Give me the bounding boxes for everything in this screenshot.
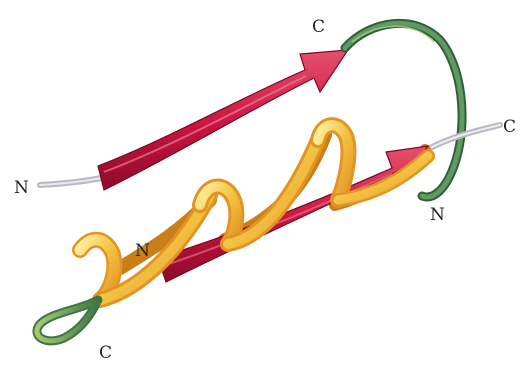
label-lower-strand-n: N (430, 205, 445, 225)
label-right-tail-c: C (503, 117, 516, 137)
label-top-strand-c: C (312, 17, 325, 37)
bottom-green-loop (37, 300, 98, 341)
label-helix-n: N (135, 241, 150, 261)
label-bottom-loop-c: C (99, 343, 112, 363)
label-top-strand-n: N (14, 178, 29, 198)
